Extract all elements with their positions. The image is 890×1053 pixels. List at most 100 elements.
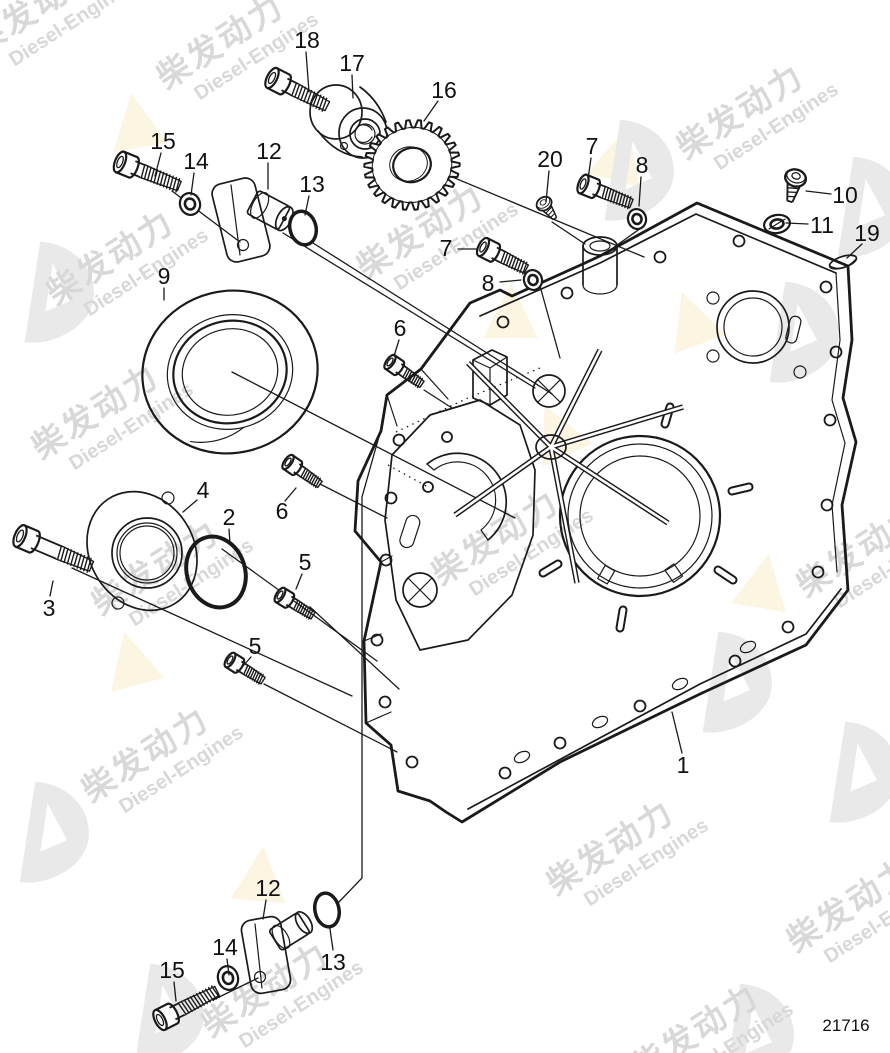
watermark-cream-shape — [731, 553, 786, 613]
cover-bracket-lower — [240, 910, 314, 995]
diesel-engines-logo-icon — [769, 281, 839, 383]
watermark-cream-shape — [113, 93, 168, 153]
callout-number: 11 — [810, 212, 834, 238]
callout-3: 3 — [43, 580, 55, 621]
callout-18: 18 — [294, 27, 320, 93]
stiffening-ribs — [453, 348, 684, 584]
callout-19: 19 — [846, 220, 880, 259]
callout-5a: 5 — [295, 549, 311, 590]
callout-number: 15 — [159, 957, 185, 983]
callout-15a: 15 — [150, 128, 176, 177]
callout-leader-line — [190, 172, 195, 196]
callout-leader-line — [423, 100, 439, 122]
callout-number: 12 — [255, 875, 281, 901]
bolt-5a — [273, 586, 316, 620]
callout-leader-line — [228, 528, 231, 545]
plug-20 — [535, 195, 558, 221]
callout-number: 7 — [586, 133, 599, 159]
callout-2: 2 — [223, 504, 236, 545]
bolt-7b — [475, 236, 530, 275]
callout-number: 2 — [223, 504, 236, 530]
callout-leader-line — [587, 157, 592, 180]
bolt-15a — [112, 150, 182, 193]
callout-number: 15 — [150, 128, 176, 154]
cup-plug-disc — [828, 254, 858, 270]
bolt-5b — [223, 651, 266, 685]
diesel-engines-logo-icon — [24, 241, 94, 343]
callout-leader-line — [226, 958, 230, 976]
callout-leader-line — [173, 981, 177, 1002]
callout-7a: 7 — [586, 133, 599, 180]
idler-shaft-hub — [309, 84, 388, 159]
camshaft-bore — [706, 290, 807, 379]
callout-number: 16 — [431, 77, 457, 103]
callout-leader-line — [805, 190, 832, 195]
filler-boss — [582, 236, 618, 295]
washer-14a — [178, 192, 202, 216]
callout-14b: 14 — [212, 934, 238, 976]
callout-number: 13 — [320, 949, 346, 975]
callout-number: 1 — [677, 752, 690, 778]
callout-leader-line — [671, 711, 683, 754]
callout-1: 1 — [671, 711, 690, 778]
washer-8b — [522, 268, 544, 292]
callout-leader-line — [499, 279, 522, 283]
callout-number: 20 — [537, 146, 563, 172]
watermark-cream-shape — [674, 292, 726, 354]
callout-leader-line — [154, 152, 162, 177]
callout-number: 10 — [832, 182, 858, 208]
callout-leader-line — [49, 580, 54, 597]
bolt-3 — [12, 524, 95, 573]
callout-leader-line — [304, 195, 310, 216]
callout-7b: 7 — [440, 235, 478, 261]
seal-ring — [141, 289, 319, 455]
bolt-holes — [370, 234, 843, 780]
bolt-6a — [383, 353, 425, 389]
callout-6a: 6 — [393, 315, 406, 357]
cover-bracket-upper — [211, 177, 294, 263]
timing-gear-housing — [353, 201, 858, 824]
callout-leader-line — [242, 656, 252, 667]
callout-6b: 6 — [276, 487, 297, 524]
diesel-engines-logo-icon — [724, 983, 794, 1053]
callout-number: 19 — [854, 220, 880, 246]
callout-number: 8 — [482, 270, 495, 296]
callout-leader-line — [638, 176, 642, 207]
o-ring-13-lower — [312, 891, 342, 929]
callout-4: 4 — [182, 477, 210, 513]
callout-8a: 8 — [636, 152, 648, 207]
washer-14b — [216, 965, 240, 991]
callout-leader-line — [295, 573, 303, 590]
callout-number: 14 — [183, 148, 209, 174]
callout-leader-line — [351, 74, 354, 99]
bottom-lugs — [513, 640, 757, 764]
plug-10 — [784, 168, 808, 204]
o-ring-13-upper — [287, 209, 319, 247]
bolt-6b — [281, 453, 323, 489]
callout-leader-line — [393, 339, 400, 357]
callout-10: 10 — [805, 182, 858, 208]
callout-leader-line — [846, 243, 863, 259]
watermark-cream-shape — [111, 631, 165, 693]
callout-number: 18 — [294, 27, 320, 53]
bolt-18 — [264, 66, 331, 112]
diagram-line-art — [12, 66, 858, 1032]
callout-leader-line — [785, 222, 809, 225]
callout-13a: 13 — [299, 171, 325, 216]
callout-11: 11 — [785, 212, 834, 238]
washer-8a — [626, 207, 648, 231]
diesel-engines-logo-icon — [19, 781, 89, 883]
construction-lines — [71, 150, 645, 1001]
callout-13b: 13 — [320, 928, 346, 975]
drawing-number: 21716 — [822, 1016, 869, 1035]
watermark-cream-shape — [230, 846, 286, 904]
